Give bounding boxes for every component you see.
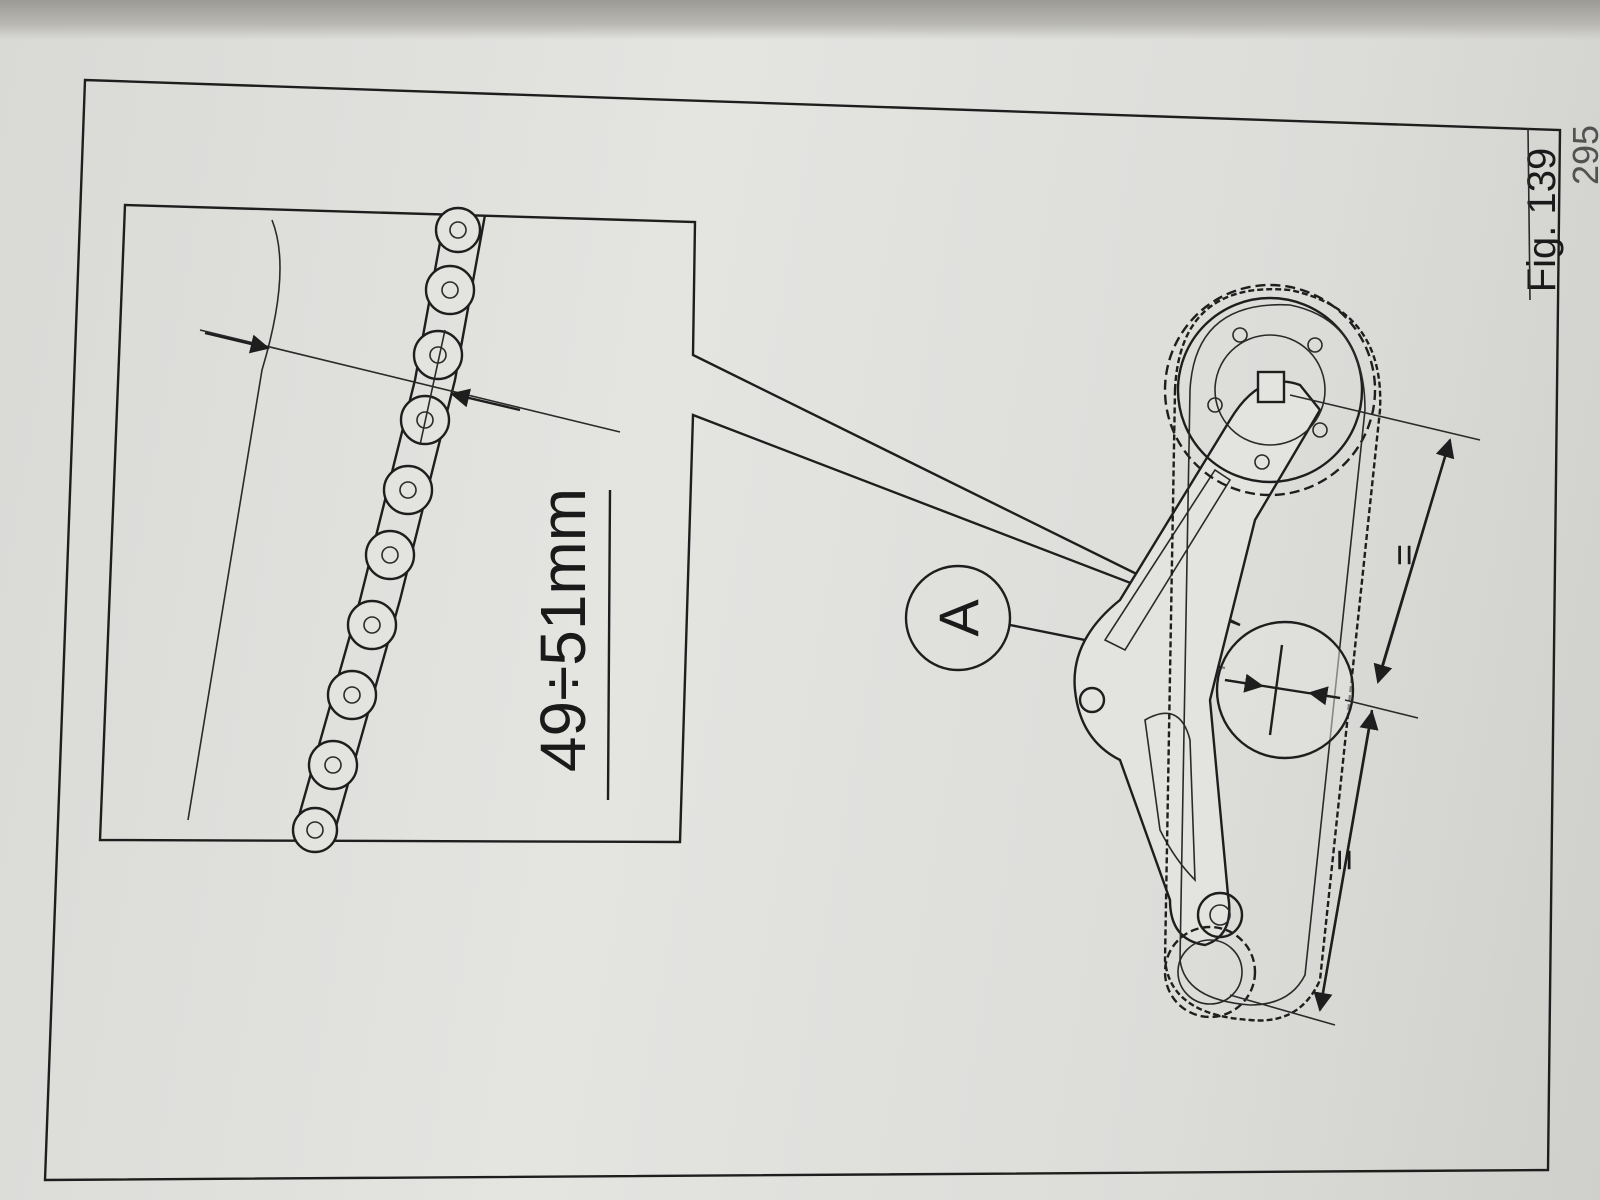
- figure-caption: Fig. 139: [1520, 148, 1564, 293]
- equal-mark-lower: =: [1324, 849, 1366, 871]
- figure-frame: [43, 78, 1562, 1182]
- callout-a-letter: A: [927, 599, 990, 637]
- inspection-arrow-left: [1224, 673, 1264, 693]
- inset-tire-line: [187, 219, 281, 821]
- inset-chain: [291, 206, 487, 854]
- equal-mark-upper: =: [1384, 544, 1426, 566]
- inset-dimension: [199, 329, 621, 433]
- callout-a-circle: [904, 564, 1012, 672]
- measurement-value: 49÷51mm: [527, 488, 599, 772]
- detail-inset-frame: [98, 203, 1241, 844]
- midpoint-dimensions: [1229, 394, 1481, 1026]
- front-sprocket: [1163, 925, 1257, 1019]
- page-number: 295: [1565, 125, 1600, 185]
- rear-sprocket: [1163, 283, 1377, 497]
- inspection-arrow-right: [1308, 686, 1341, 706]
- caption-divider: [1527, 127, 1531, 301]
- drive-chain: [1163, 288, 1382, 1022]
- page-shadow-edge: [0, 0, 1600, 40]
- inspection-slack-mark: [1268, 644, 1284, 736]
- measurement-underline: [606, 489, 612, 801]
